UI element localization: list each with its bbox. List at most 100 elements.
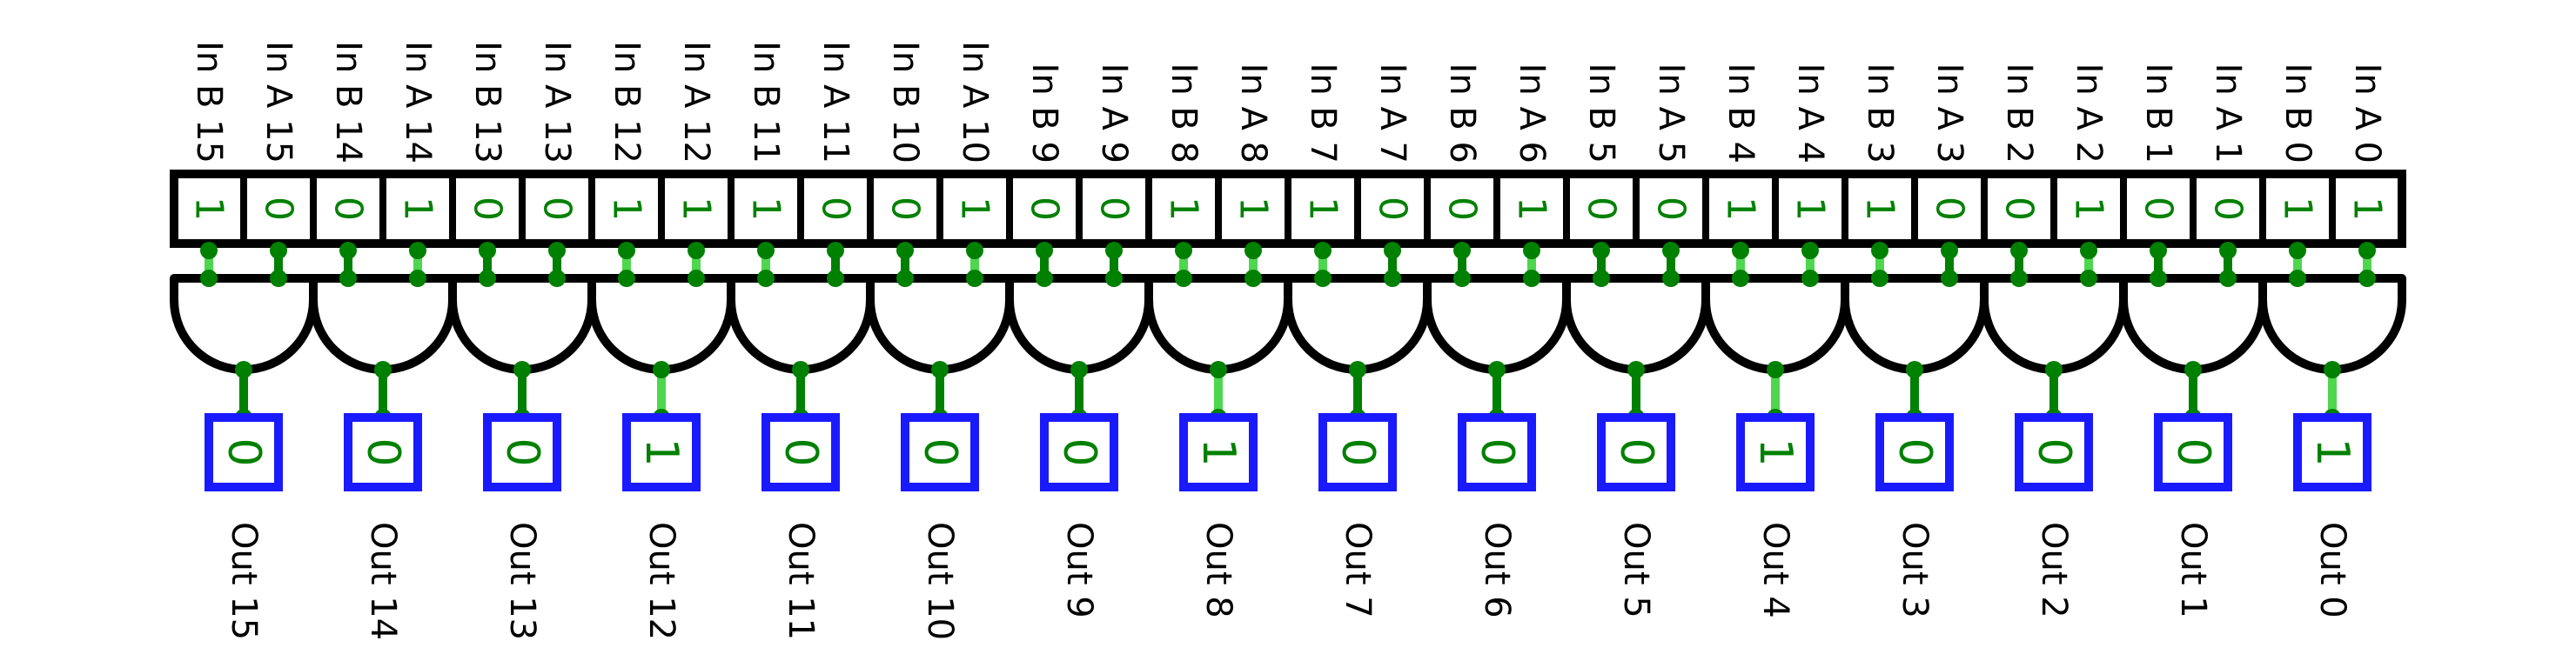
input-b-label: In B 0 [2277, 63, 2318, 164]
input-pins-layer [170, 170, 2406, 248]
output-bit: 0 [496, 437, 548, 466]
output-bit: 0 [1888, 437, 1941, 466]
output-label: Out 15 [224, 522, 264, 640]
output-probe-icon [2154, 413, 2232, 491]
wire-end-dot [1384, 270, 1401, 287]
wire-end-dot [339, 242, 357, 259]
wire-end-dot [1871, 242, 1888, 259]
input-a-bit: 1 [396, 197, 440, 221]
wire-end-dot [618, 270, 635, 287]
input-a-label: In A 3 [1929, 63, 1969, 164]
input-a-label: In A 13 [537, 41, 577, 164]
input-b-bit: 1 [1162, 197, 1206, 221]
wire-end-dot [896, 242, 914, 259]
output-bit: 0 [1053, 437, 1105, 466]
input-b-bit: 1 [744, 197, 788, 221]
input-a-label: In A 2 [2069, 63, 2109, 164]
wire-end-dot [757, 270, 775, 287]
output-probe-icon [622, 413, 701, 491]
output-probe-icon [901, 413, 979, 491]
wire-end-dot [2150, 242, 2167, 259]
output-bit: 1 [1192, 437, 1244, 466]
wire-end-dot [374, 361, 392, 378]
input-a-label: In A 12 [676, 41, 716, 164]
wire-end-dot [653, 361, 670, 378]
output-label: Out 13 [502, 522, 542, 640]
input-b-label: In B 5 [1581, 63, 1621, 164]
output-label: Out 0 [2312, 522, 2352, 618]
output-label: Out 11 [781, 522, 821, 640]
wire-end-dot [2010, 242, 2028, 259]
wire-end-dot [2289, 242, 2306, 259]
input-b-bit: 0 [1580, 197, 1624, 221]
input-a-label: In A 8 [1233, 63, 1273, 164]
wire-end-dot [1593, 270, 1610, 287]
output-bit: 1 [635, 437, 688, 466]
input-a-label: In A 0 [2347, 63, 2387, 164]
input-b-label: In B 14 [328, 41, 368, 164]
wire-end-dot [270, 270, 287, 287]
input-a-label: In A 14 [398, 41, 438, 164]
wire-end-dot [966, 242, 983, 259]
wire-end-dot [1175, 270, 1192, 287]
input-b-label: In B 4 [1721, 63, 1761, 164]
wire-end-dot [1941, 242, 1958, 259]
wire-end-dot [2358, 270, 2376, 287]
output-probe-icon [1458, 413, 1536, 491]
wire-end-dot [200, 242, 218, 259]
wire-end-dot [618, 242, 635, 259]
output-label: Out 7 [1338, 522, 1378, 618]
wire-end-dot [2010, 270, 2028, 287]
wire-end-dot [513, 361, 531, 378]
input-a-label: In A 5 [1651, 63, 1691, 164]
input-b-label: In B 1 [2138, 63, 2178, 164]
output-probes-layer [205, 413, 2371, 491]
output-bit: 0 [1471, 437, 1523, 466]
input-b-label: In B 10 [885, 41, 925, 164]
input-b-bit: 0 [2137, 197, 2181, 221]
wire-end-dot [1453, 270, 1471, 287]
input-a-bit: 1 [953, 197, 997, 221]
output-bit: 0 [2028, 437, 2080, 466]
input-b-bit: 0 [1023, 197, 1067, 221]
wire-end-dot [966, 270, 983, 287]
wire-end-dot [2045, 361, 2063, 378]
output-probe-icon [344, 413, 422, 491]
input-a-bit: 1 [1231, 197, 1276, 221]
input-b-label: In B 8 [1164, 63, 1204, 164]
input-a-label: In A 11 [815, 41, 855, 164]
wire-end-dot [1801, 242, 1819, 259]
wire-end-dot [1871, 270, 1888, 287]
output-label: Out 5 [1616, 522, 1656, 618]
input-a-label: In A 1 [2208, 63, 2248, 164]
input-b-bit: 1 [2276, 197, 2320, 221]
wire-end-dot [1036, 270, 1053, 287]
input-a-label: In A 10 [955, 41, 995, 164]
input-a-bit: 0 [257, 197, 301, 221]
output-bit: 1 [2306, 437, 2358, 466]
wire-end-dot [688, 270, 705, 287]
wire-end-dot [1314, 270, 1332, 287]
input-a-label: In A 4 [1790, 63, 1830, 164]
wire-end-dot [931, 361, 949, 378]
input-b-bit: 1 [1719, 197, 1763, 221]
output-label: Out 6 [1477, 522, 1517, 618]
input-b-label: In B 7 [1303, 63, 1343, 164]
wire-end-dot [1384, 242, 1401, 259]
output-probe-icon [2015, 413, 2093, 491]
output-label: Out 14 [363, 522, 403, 640]
wire-end-dot [479, 242, 496, 259]
output-probe-icon [1597, 413, 1675, 491]
output-label: Out 8 [1198, 522, 1238, 618]
output-probe-icon [1179, 413, 1258, 491]
wire-end-dot [688, 242, 705, 259]
output-bit: 0 [1332, 437, 1384, 466]
wire-end-dot [792, 361, 809, 378]
input-b-label: In B 2 [1999, 63, 2039, 164]
output-probe-icon [761, 413, 840, 491]
output-probe-icon [1736, 413, 1815, 491]
input-b-bit: 1 [605, 197, 649, 221]
